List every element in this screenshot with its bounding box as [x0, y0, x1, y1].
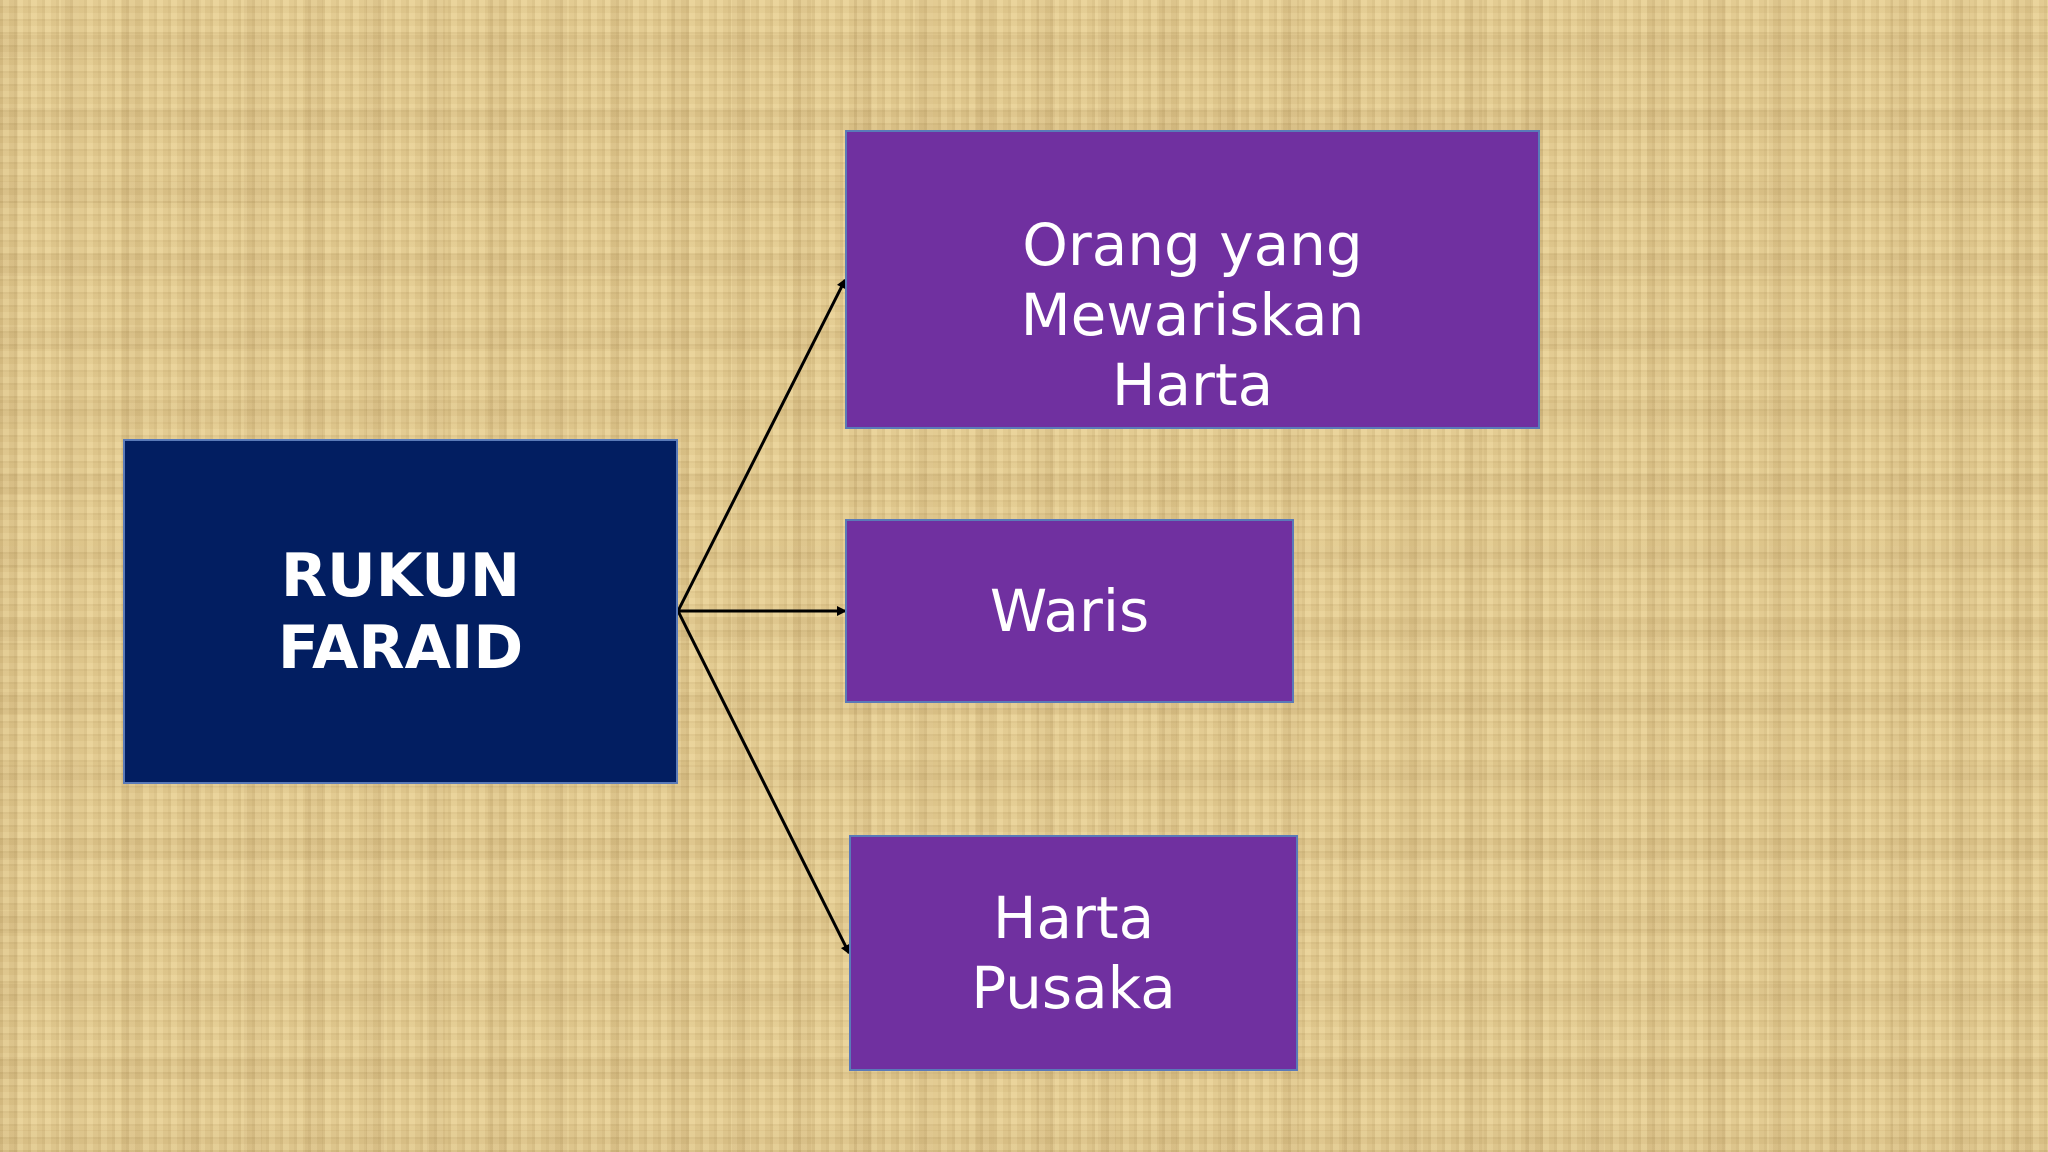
root-node-label: RUKUN FARAID [277, 540, 524, 683]
child-node-label: Orang yang Mewariskan Harta [1020, 211, 1365, 419]
root-node-rukun-faraid: RUKUN FARAID [123, 439, 678, 784]
child-node-label: Harta Pusaka [971, 884, 1176, 1022]
child-node-orang-yang-mewariskan-harta: Orang yang Mewariskan Harta [845, 130, 1540, 429]
child-node-harta-pusaka: Harta Pusaka [849, 835, 1298, 1071]
child-node-waris: Waris [845, 519, 1294, 703]
child-node-label: Waris [989, 577, 1150, 645]
arrow-to-harta-pusaka [676, 610, 851, 955]
arrow-to-orang-yang-mewariskan-harta [676, 278, 847, 612]
